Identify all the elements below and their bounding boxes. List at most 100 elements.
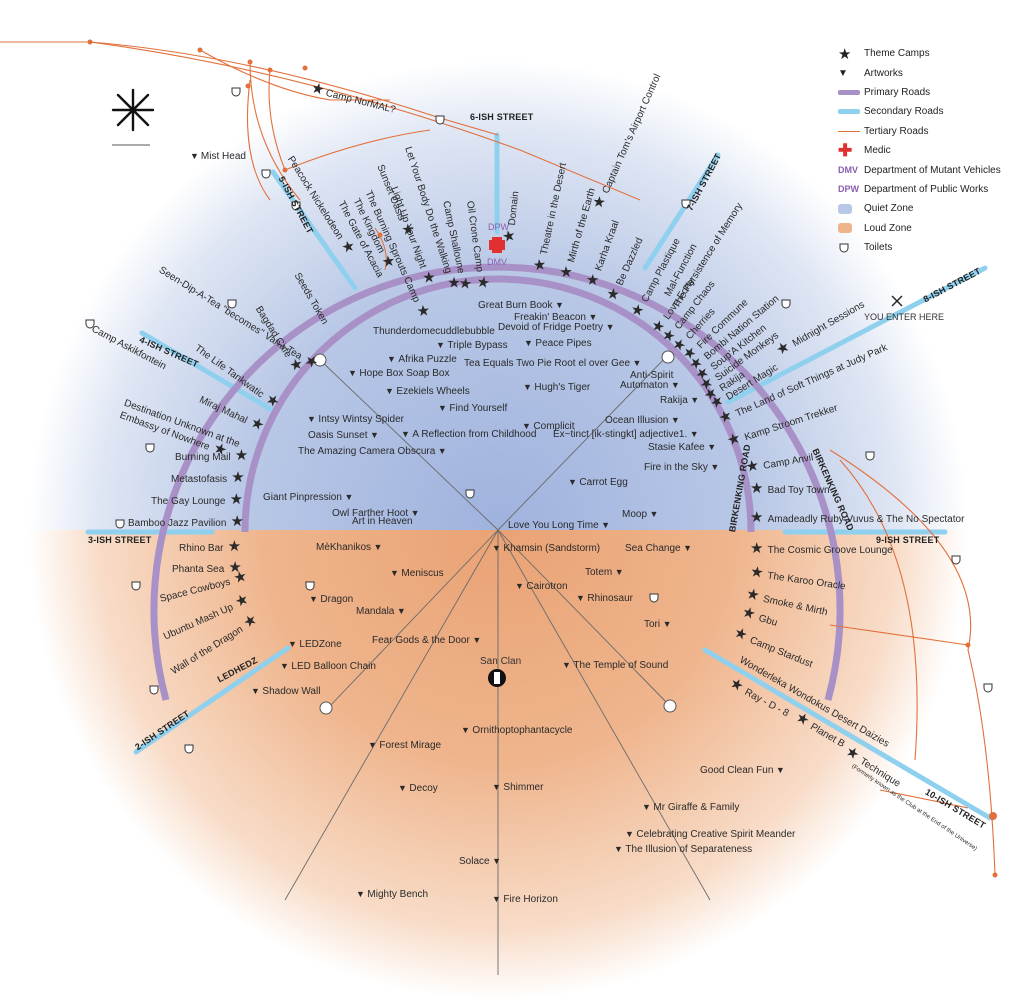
triangle-icon: ▼ [385, 386, 397, 396]
artwork: Sea Change ▼ [625, 543, 693, 554]
triangle-icon: ▼ [568, 477, 580, 487]
triangle-icon: ▼ [436, 340, 448, 350]
legend-item-dpw: DPW Department of Public Works [838, 183, 989, 195]
triangle-icon: ▼ [492, 543, 504, 553]
triangle-icon: ▼ [687, 395, 700, 405]
triangle-icon: ▼ [515, 581, 527, 591]
artwork: ▼ Dragon [309, 594, 354, 605]
star-icon: ★ [226, 513, 245, 530]
artwork: Love You Long Time ▼ [508, 520, 611, 531]
artwork: Moop ▼ [622, 509, 659, 520]
primary-roads [150, 263, 844, 701]
legend-item-artworks: ▼ Artworks [838, 67, 903, 79]
center-label: San Clan [480, 656, 522, 667]
triangle-icon: ▼ [356, 889, 368, 899]
triangle-icon: ▼ [438, 403, 450, 413]
triangle-icon: ▼ [341, 492, 354, 502]
triangle-icon: ▼ [398, 783, 410, 793]
radial-end-markers [313, 350, 677, 715]
artwork: ▼ Intsy Wintsy Spider [307, 414, 405, 425]
toilet-icon [838, 242, 862, 254]
triangle-icon: ▼ [524, 338, 536, 348]
legend-item-toilets: Toilets [838, 238, 1024, 257]
street-label-3: 3-ISH STREET [88, 535, 152, 545]
dmv-label: DMV [487, 257, 507, 267]
artwork: ▼ Find Yourself [438, 403, 508, 414]
artwork: Giant Pinpression ▼ [263, 492, 354, 503]
star-icon: ★ [454, 271, 475, 293]
triangle-icon: ▼ [492, 894, 504, 904]
artwork: ▼ Cairotron [515, 581, 568, 592]
triangle-icon: ▼ [401, 429, 413, 439]
artwork: Ex~tinct [ik-stingkt] adjective1. ▼ [553, 429, 699, 440]
artwork: ▼ LEDZone [288, 639, 342, 650]
artwork: ▼ Mr Giraffe & Family [642, 802, 740, 813]
artwork: Fear Gods & the Door ▼ [372, 635, 482, 646]
artwork: Great Burn Book ▼ [478, 300, 564, 311]
quiet-zone [28, 60, 968, 530]
star-icon: ★ [230, 447, 249, 464]
artwork: ▼ Mighty Bench [356, 889, 429, 900]
dpw-label: DPW [488, 222, 509, 232]
artwork: MèKhanikos ▼ [316, 542, 383, 553]
map-legend: ★ Theme Camps ▼ Artworks Primary Roads S… [838, 44, 1024, 257]
triangle-icon: ▼ [522, 421, 534, 431]
artwork: ▼ Peace Pipes [524, 338, 592, 349]
star-icon: ★ [750, 540, 768, 557]
triangle-icon: ▼ [390, 568, 402, 578]
triangle-icon: ▼ [562, 660, 574, 670]
star-icon: ★ [223, 538, 242, 555]
star-icon: ★ [224, 559, 242, 576]
triangle-icon: ▼ [280, 661, 292, 671]
street-label-9: 9-ISH STREET [876, 535, 940, 545]
triangle-icon: ▼ [612, 567, 624, 577]
triangle-icon: ▼ [371, 542, 383, 552]
theme-camp: ★ Amadeadly Ruby Vuvus & The No Spectato… [750, 509, 965, 526]
triangle-icon: ▼ [368, 740, 380, 750]
triangle-icon: ▼ [469, 635, 482, 645]
artwork: Totem ▼ [585, 567, 624, 578]
triangle-icon: ▼ [461, 725, 473, 735]
triangle-icon: ▼ [387, 354, 399, 364]
triangle-icon: ▼ [367, 430, 379, 440]
artwork: Tea Equals Two Pie Root el over Gee ▼ [464, 358, 642, 369]
medic-cross-icon [489, 237, 505, 253]
triangle-icon: ▼ [598, 520, 611, 530]
artwork: Oasis Sunset ▼ [308, 430, 379, 441]
radial-lines [284, 354, 711, 975]
loud-zone-swatch [838, 223, 852, 234]
dpw-abbr: DPW [838, 184, 859, 195]
primary-road-swatch [838, 89, 860, 95]
theme-camp: The Gay Lounge ★ [151, 491, 244, 508]
artwork: ▼ Decoy [398, 783, 438, 794]
artwork: ▼ Shimmer [492, 782, 544, 793]
quiet-zone-swatch [838, 203, 852, 214]
artwork: ▼ LED Balloon Chain [280, 661, 376, 672]
artwork: ▼ Triple Bypass [436, 340, 508, 351]
triangle-icon: ▼ [687, 429, 699, 439]
legend-item-tertiary-roads: Tertiary Roads [838, 122, 1024, 141]
triangle-icon: ▼ [668, 415, 680, 425]
medic-cross-icon: ✚ [838, 140, 853, 160]
artwork: Mandala ▼ [356, 606, 406, 617]
artwork: ▼ Celebrating Creative Spirit Meander [625, 829, 796, 840]
artwork: Freakin' Beacon ▼ [514, 312, 598, 323]
triangle-icon: ▼ [309, 594, 321, 604]
triangle-icon: ▼ [707, 462, 720, 472]
street-label-6: 6-ISH STREET [470, 112, 534, 122]
star-icon: ★ [838, 45, 852, 63]
theme-camp: Metastofasis ★ [171, 469, 245, 486]
triangle-icon: ▼ [680, 543, 693, 553]
artwork: ▼ Afrika Puzzle [387, 354, 457, 365]
triangle-icon: ▼ [838, 67, 848, 79]
triangle-icon: ▼ [251, 686, 263, 696]
artwork: ▼ Forest Mirage [368, 740, 442, 751]
legend-item-dmv: DMV Department of Mutant Vehicles [838, 164, 1001, 176]
triangle-icon: ▼ [523, 382, 535, 392]
artwork: ▼ Ezekiels Wheels [385, 386, 470, 397]
triangle-icon: ▼ [288, 639, 300, 649]
secondary-road-swatch [838, 109, 860, 115]
artwork: Solace ▼ [459, 856, 501, 867]
triangle-icon: ▼ [394, 606, 406, 616]
